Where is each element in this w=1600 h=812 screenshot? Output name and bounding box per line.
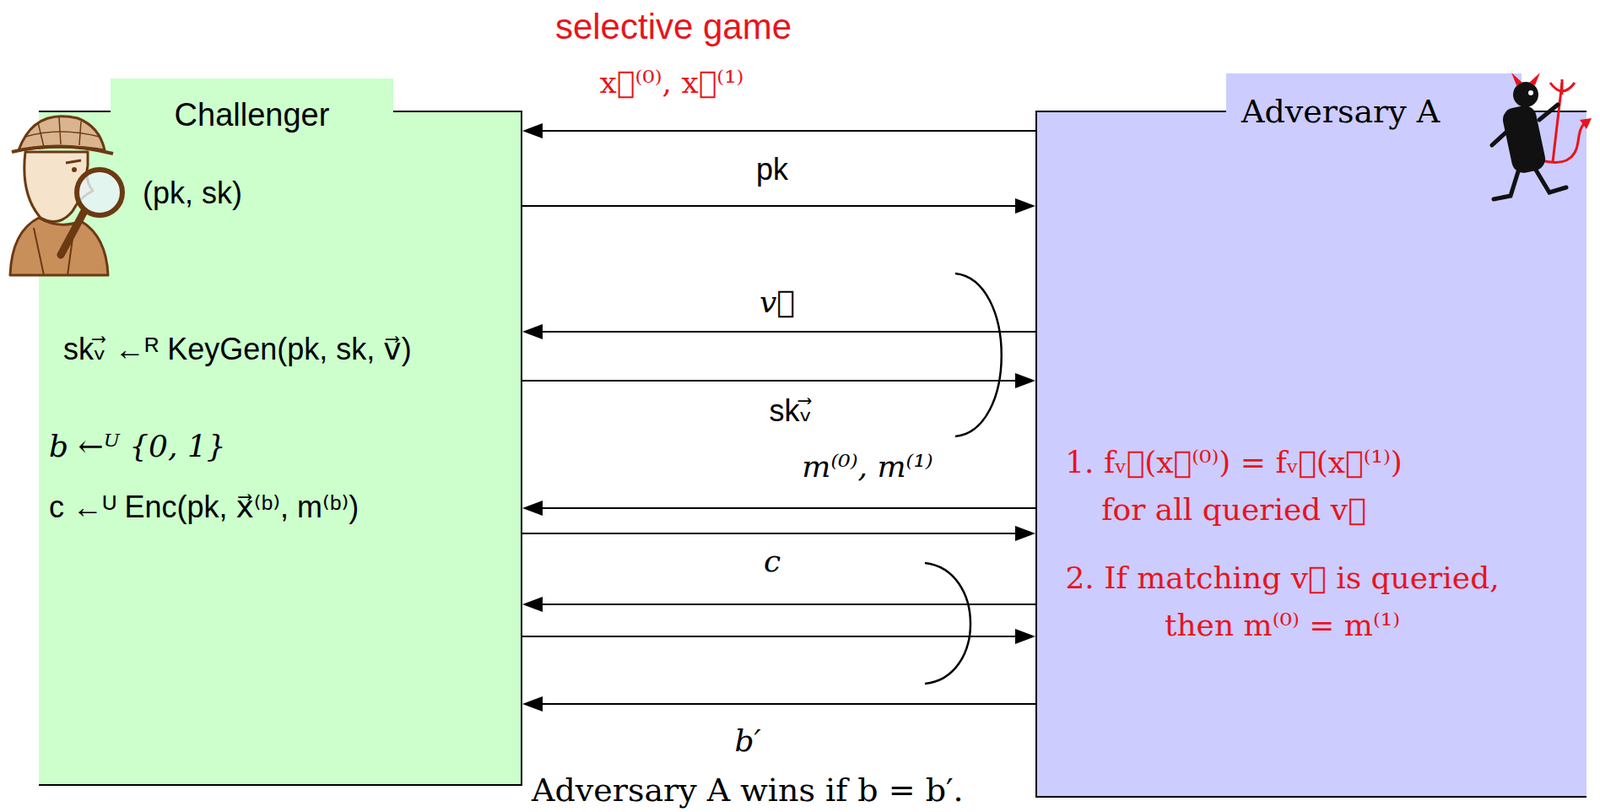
message-label: b′ xyxy=(730,721,764,760)
text-holder: skᵥ⃗ ←ᴿ KeyGen(pk, sk, v⃗) xyxy=(63,329,412,368)
arrow-head xyxy=(522,324,543,340)
text-holder: (pk, sk) xyxy=(142,173,243,212)
arrow-head xyxy=(1015,628,1036,644)
arrow-head xyxy=(522,500,543,516)
text-holder: c xyxy=(760,541,784,580)
arrow-head xyxy=(1015,372,1036,389)
formula-text: (pk, sk) xyxy=(142,173,243,212)
text-holder: m⁽⁰⁾, m⁽¹⁾ xyxy=(798,447,936,486)
message-arrow xyxy=(522,324,1036,340)
arrow-line xyxy=(522,205,1017,207)
text-holder: Adversary A wins if b = b′. xyxy=(531,770,964,811)
message-label: m⁽⁰⁾, m⁽¹⁾ xyxy=(798,447,936,486)
adversary-panel: Adversary A1. fᵥ⃗(x⃗⁽⁰⁾) = fᵥ⃗(x⃗⁽¹⁾) fo… xyxy=(1035,110,1587,798)
arrow-line xyxy=(540,129,1036,132)
message-arrow xyxy=(522,198,1036,214)
text-holder: b ←ᵁ {0, 1} xyxy=(48,427,227,465)
text-holder: skᵥ⃗ xyxy=(765,391,816,430)
text-holder: x⃗⁽⁰⁾, x⃗⁽¹⁾ xyxy=(596,63,748,102)
text-holder: pk xyxy=(752,150,792,189)
devil-head xyxy=(1513,81,1539,108)
message-label: v⃗ xyxy=(756,282,799,321)
arrow-line xyxy=(522,379,1017,382)
arrow-head xyxy=(1015,198,1036,214)
loop-bracket xyxy=(955,273,1002,437)
devil-eye xyxy=(1528,90,1534,96)
arrow-line xyxy=(522,635,1017,638)
arrow-line xyxy=(522,532,1017,535)
arrow-head xyxy=(522,123,543,139)
arrow-line xyxy=(540,702,1036,705)
arrow-line xyxy=(540,603,1036,606)
message-arrow xyxy=(522,500,1036,516)
message-label: x⃗⁽⁰⁾, x⃗⁽¹⁾ xyxy=(596,63,748,102)
loop-bracket xyxy=(924,562,971,684)
condition-text: 2. If matching v⃗ is queried, then m⁽⁰⁾ … xyxy=(1062,554,1503,649)
heading-tab: Challenger xyxy=(110,78,394,153)
message-arrow xyxy=(522,596,1036,612)
message-arrow xyxy=(522,123,1036,139)
formula-text: skᵥ⃗ ←ᴿ KeyGen(pk, sk, v⃗) xyxy=(63,329,412,368)
text-holder: b′ xyxy=(730,721,764,760)
formula-text: c ←ᵁ Enc(pk, x⃗⁽ᵇ⁾, m⁽ᵇ⁾) xyxy=(48,487,359,526)
text-holder: 2. If matching v⃗ is queried, then m⁽⁰⁾ … xyxy=(1062,554,1503,649)
message-arrow xyxy=(522,696,1036,712)
devil-trident-fork xyxy=(1550,79,1575,95)
condition-text: 1. fᵥ⃗(x⃗⁽⁰⁾) = fᵥ⃗(x⃗⁽¹⁾) for all queri… xyxy=(1062,438,1406,534)
message-arrow xyxy=(522,525,1036,541)
formula-text: b ←ᵁ {0, 1} xyxy=(48,427,227,465)
arrow-line xyxy=(540,507,1036,509)
text-holder: 1. fᵥ⃗(x⃗⁽⁰⁾) = fᵥ⃗(x⃗⁽¹⁾) for all queri… xyxy=(1062,438,1406,534)
detective-eye xyxy=(71,167,77,173)
result-note: Adversary A wins if b = b′. xyxy=(531,770,964,811)
text-holder: c ←ᵁ Enc(pk, x⃗⁽ᵇ⁾, m⁽ᵇ⁾) xyxy=(48,487,359,526)
message-label: c xyxy=(760,541,784,580)
message-arrow xyxy=(522,628,1036,644)
detective-brow xyxy=(65,160,82,163)
magnifier-lens xyxy=(76,169,123,216)
message-label: skᵥ⃗ xyxy=(765,391,816,430)
message-label: pk xyxy=(752,150,792,189)
panel-heading: Adversary A xyxy=(1241,91,1440,133)
message-arrow xyxy=(522,372,1036,389)
devil-horn xyxy=(1529,72,1541,86)
text-holder: v⃗ xyxy=(756,282,799,321)
arrow-head xyxy=(522,596,543,612)
diagram-title: selective game xyxy=(555,5,792,50)
panel-heading: Challenger xyxy=(174,95,330,136)
arrow-line xyxy=(540,330,1036,333)
heading-tab: Adversary A xyxy=(1226,73,1522,152)
title-holder: selective game xyxy=(555,5,792,50)
arrow-head xyxy=(1015,525,1036,541)
arrow-head xyxy=(522,696,543,712)
